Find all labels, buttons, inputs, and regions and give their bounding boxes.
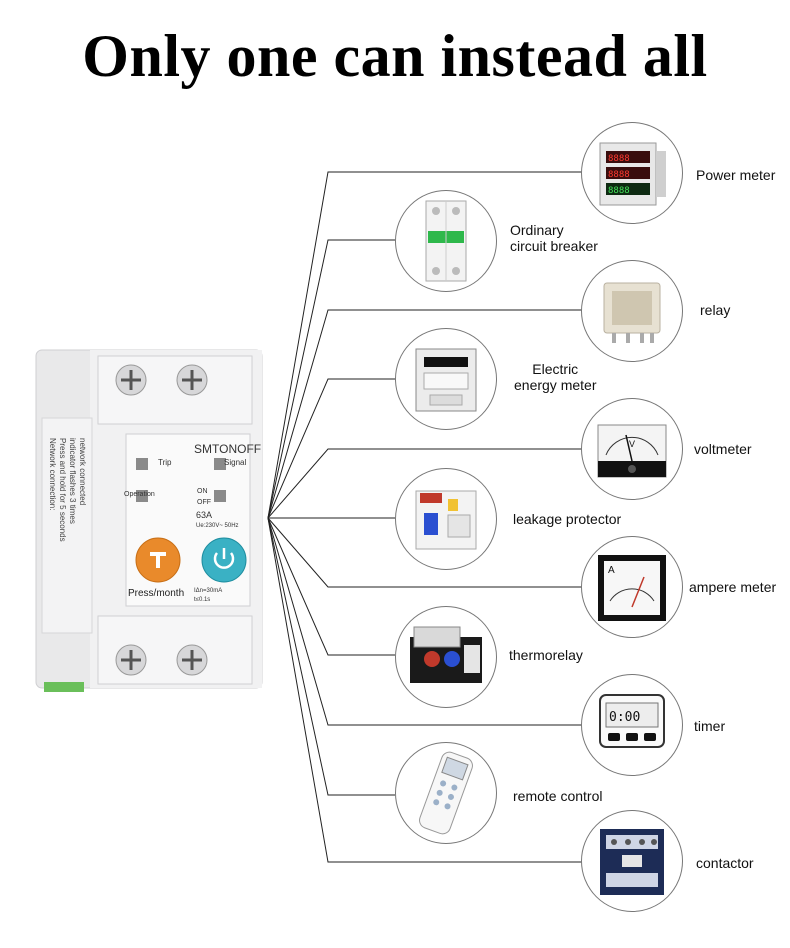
voltmeter-image: V bbox=[581, 398, 683, 500]
svg-text:8888: 8888 bbox=[608, 186, 630, 196]
device-operation-label: Operation bbox=[124, 491, 155, 498]
contactor-image bbox=[581, 810, 683, 912]
label-leakage-protector: leakage protector bbox=[513, 511, 622, 527]
label-electric-energy-meter: Electric energy meter bbox=[514, 361, 597, 393]
relay-icon bbox=[603, 282, 661, 343]
smart-breaker-device: Network connection: Press and hold for 5… bbox=[28, 348, 278, 693]
page-title: Only one can instead all bbox=[82, 23, 708, 89]
svg-text:0:00: 0:00 bbox=[609, 710, 640, 725]
leakage-protector-icon bbox=[415, 490, 477, 550]
device-signal-label: Signal bbox=[224, 458, 247, 467]
energy-meter-icon bbox=[415, 348, 477, 412]
device-press-label: Press/month bbox=[128, 588, 185, 599]
device-spec-line1: IΔn=30mA bbox=[194, 588, 223, 594]
label-power-meter: Power meter bbox=[696, 167, 776, 183]
svg-text:8888: 8888 bbox=[608, 154, 630, 164]
label-remote-control: remote control bbox=[513, 788, 603, 804]
svg-text:8888: 8888 bbox=[608, 170, 630, 180]
ampere-meter-image: A bbox=[581, 536, 683, 638]
contactor-icon bbox=[600, 829, 664, 895]
device-voltage: Ue:230V~ 50Hz bbox=[196, 523, 239, 529]
label-relay: relay bbox=[700, 302, 731, 318]
voltmeter-icon: V bbox=[597, 424, 667, 478]
svg-text:A: A bbox=[608, 565, 615, 576]
device-spec-line2: t≤0.1s bbox=[194, 597, 211, 603]
svg-text:network connected: network connected bbox=[78, 438, 87, 505]
device-off-label: OFF bbox=[197, 499, 211, 506]
svg-text:V: V bbox=[629, 439, 635, 449]
svg-text:Network connection:: Network connection: bbox=[48, 438, 57, 510]
circuit-breaker-icon bbox=[425, 200, 467, 282]
remote-control-icon bbox=[419, 751, 473, 835]
device-brand: SMTONOFF bbox=[194, 442, 262, 456]
label-timer: timer bbox=[694, 718, 726, 734]
leakage-protector-image bbox=[395, 468, 497, 570]
label-voltmeter: voltmeter bbox=[694, 441, 752, 457]
label-contactor: contactor bbox=[696, 855, 754, 871]
circuit-breaker-image bbox=[395, 190, 497, 292]
device-rating: 63A bbox=[196, 510, 213, 520]
power-meter-icon: 8888 8888 8888 bbox=[599, 142, 666, 206]
timer-image: 0:00 bbox=[581, 674, 683, 776]
energy-meter-image bbox=[395, 328, 497, 430]
ampere-meter-icon: A bbox=[598, 555, 666, 621]
power-meter-image: 8888 8888 8888 bbox=[581, 122, 683, 224]
timer-icon: 0:00 bbox=[599, 694, 665, 748]
svg-text:indicator flashes 3 times: indicator flashes 3 times bbox=[68, 438, 77, 524]
relay-image bbox=[581, 260, 683, 362]
label-ordinary-circuit-breaker: Ordinary circuit breaker bbox=[510, 222, 598, 254]
remote-control-image bbox=[395, 742, 497, 844]
thermorelay-icon bbox=[410, 626, 482, 683]
device-trip-label: Trip bbox=[158, 458, 172, 467]
thermorelay-image bbox=[395, 606, 497, 708]
device-on-label: ON bbox=[197, 488, 208, 495]
label-thermorelay: thermorelay bbox=[509, 647, 583, 663]
label-ampere-meter: ampere meter bbox=[689, 579, 777, 595]
svg-text:Press and hold for 5 seconds: Press and hold for 5 seconds bbox=[58, 438, 67, 542]
